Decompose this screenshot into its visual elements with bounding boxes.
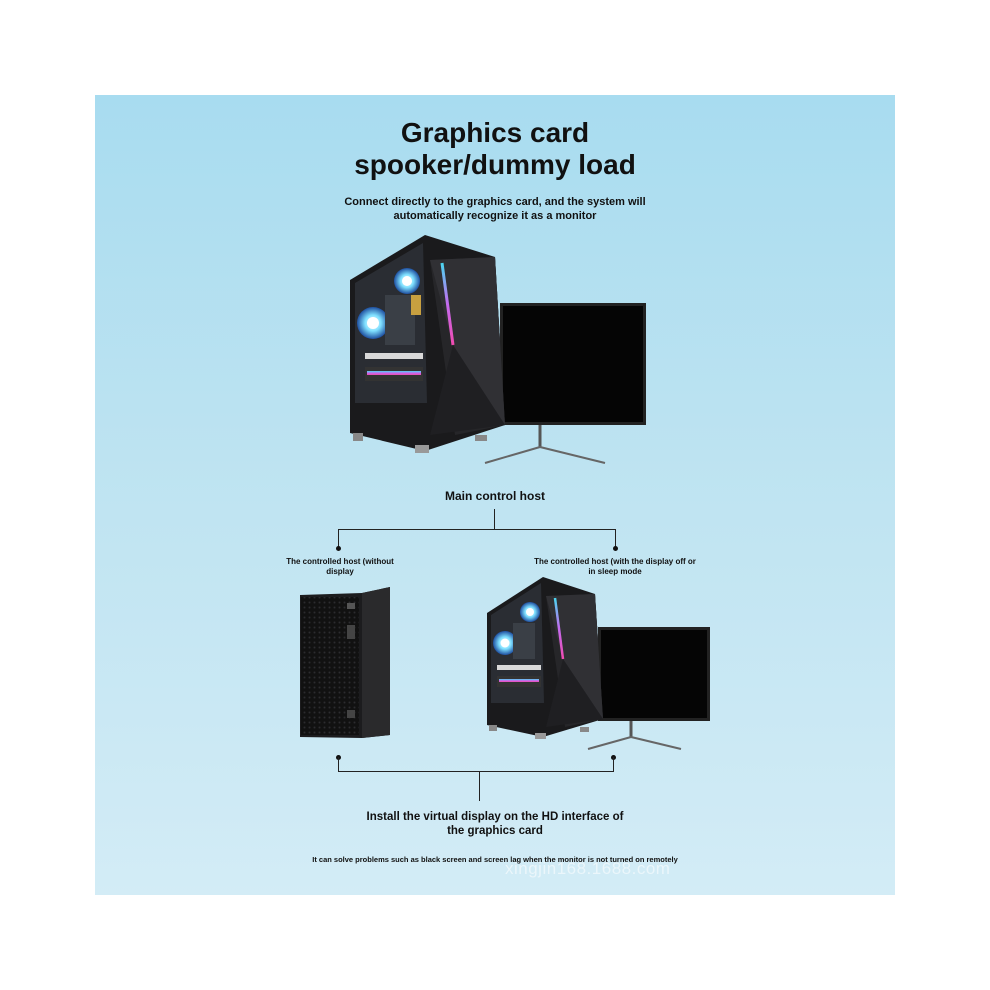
install-label-line-1: Install the virtual display on the HD in… (366, 811, 624, 823)
subtitle-line-2: automatically recognize it as a monitor (393, 210, 597, 222)
connector-bottom-right-rise (613, 757, 614, 771)
title-line-1: Graphics card (400, 117, 590, 148)
title-line-2: spooker/dummy load (354, 149, 636, 180)
gaming-pc-with-monitor-bottom (487, 577, 710, 750)
connector-right-drop (615, 529, 616, 548)
footnote: It can solve problems such as black scre… (312, 855, 678, 864)
main-control-host-label: Main control host (445, 489, 545, 503)
connector-left-dot (336, 546, 341, 551)
left-host-label-line-1: The controlled host (without (286, 557, 394, 566)
right-host-label-line-1: The controlled host (with the display of… (534, 557, 696, 566)
right-host-label-line-2: in sleep mode (588, 567, 642, 576)
connector-top-stem (494, 509, 495, 529)
connector-bottom-stem (479, 771, 480, 801)
connector-right-dot (613, 546, 618, 551)
watermark: xingjin168.1688.com (505, 859, 671, 878)
connector-bottom-bar (338, 771, 614, 772)
left-host-label-line-2: display (326, 567, 354, 576)
connector-top-bar (338, 529, 616, 530)
office-tower-pc (300, 587, 390, 738)
connector-left-drop (338, 529, 339, 548)
install-label-line-2: the graphics card (447, 825, 543, 837)
subtitle-line-1: Connect directly to the graphics card, a… (344, 196, 646, 208)
infographic-panel: Graphics card spooker/dummy load Connect… (95, 95, 895, 895)
connector-bottom-left-rise (338, 757, 339, 771)
gaming-pc-with-monitor-top (350, 235, 646, 464)
